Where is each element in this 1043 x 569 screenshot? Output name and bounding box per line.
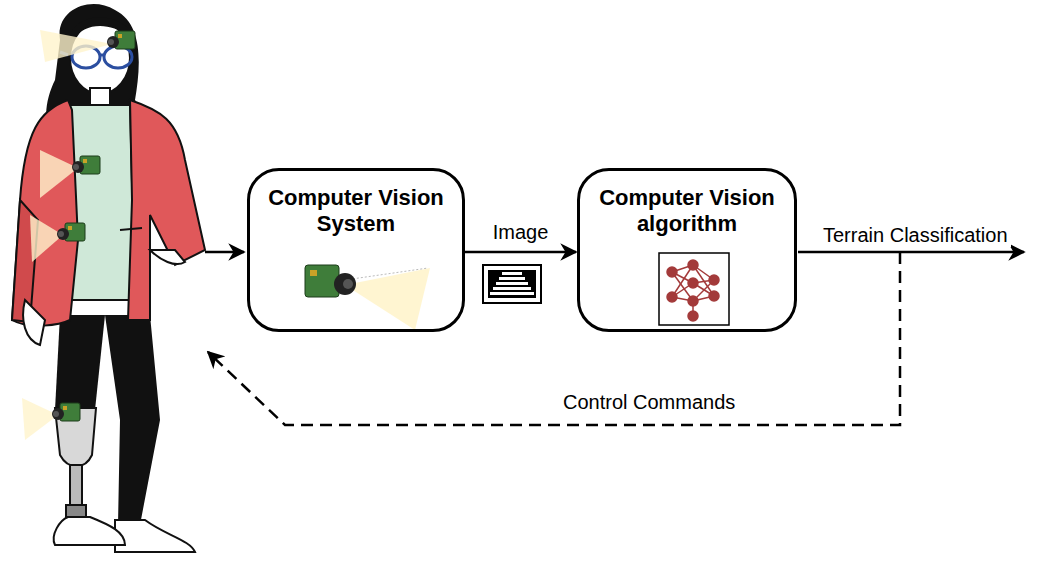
box-title: Computer Vision algorithm (580, 171, 794, 237)
flow-label: Terrain Classification (820, 224, 1011, 247)
stairs-icon (483, 265, 541, 303)
process-box: Computer Vision System (247, 168, 465, 332)
edge-label: Image (490, 221, 552, 244)
box-title: Computer Vision System (250, 171, 462, 237)
input-arrow (205, 251, 244, 254)
output-arrow (798, 251, 1024, 254)
neural-network-icon (659, 253, 729, 325)
person-illustration (12, 4, 205, 552)
flow-label: Control Commands (560, 391, 738, 414)
flow-arrow (465, 251, 576, 254)
process-box: Computer Vision algorithm (577, 168, 797, 332)
camera-icon (305, 265, 430, 330)
